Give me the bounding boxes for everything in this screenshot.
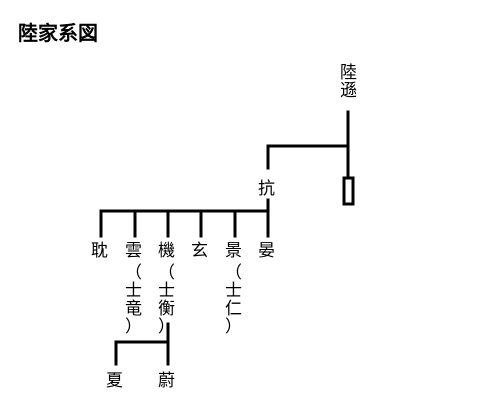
person-jing-note-4: ） — [225, 317, 242, 337]
person-wei: 蔚 — [158, 371, 175, 391]
person-hang: 抗 — [258, 179, 275, 199]
person-ji-note-3: 衡 — [158, 299, 175, 319]
person-jing-note-1: （ — [225, 263, 242, 283]
person-jing-note-2: 士 — [225, 281, 242, 301]
person-yun-note-4: ） — [125, 317, 142, 337]
person-yun-note-1: （ — [125, 263, 142, 283]
diagram-title: 陸家系図 — [18, 21, 98, 45]
person-dan: 耽 — [91, 241, 108, 261]
person-xia: 夏 — [106, 371, 123, 391]
person-yun-name: 雲 — [125, 241, 142, 261]
person-root: 陸 遜 — [340, 63, 357, 101]
person-root-char-1: 陸 — [340, 63, 357, 83]
person-ji-note-2: 士 — [158, 281, 175, 301]
person-ji-name: 機 — [158, 241, 175, 261]
person-yan: 晏 — [258, 241, 275, 261]
person-root-char-2: 遜 — [340, 81, 357, 101]
person-jing-name: 景 — [225, 241, 242, 261]
person-yun-note-2: 士 — [125, 281, 142, 301]
person-yun: 雲 （ 士 竜 ） — [125, 241, 142, 337]
unnamed-child-box — [342, 176, 355, 206]
person-yun-note-3: 竜 — [125, 299, 142, 319]
person-jing-note-3: 仁 — [225, 299, 242, 319]
person-ji-note-1: （ — [158, 263, 175, 283]
person-jing: 景 （ 士 仁 ） — [225, 241, 242, 337]
person-xuan: 玄 — [191, 241, 208, 261]
person-ji: 機 （ 士 衡 ） — [158, 241, 175, 337]
